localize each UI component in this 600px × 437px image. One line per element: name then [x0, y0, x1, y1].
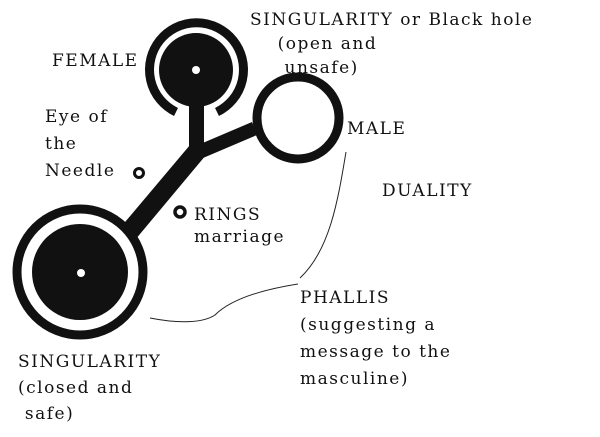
phallis-line — [149, 151, 347, 323]
rings-marriage-ring — [173, 205, 187, 219]
label-duality: DUALITY — [382, 181, 473, 201]
female-outer-arc — [145, 18, 248, 117]
diagonal-stem — [120, 145, 206, 240]
female-center-dot — [192, 66, 200, 74]
male-ring — [252, 72, 344, 164]
singularity-outer-ring — [12, 204, 148, 340]
label-phallis: PHALLIS (suggesting a message to the mas… — [300, 288, 452, 389]
label-rings-marriage: RINGS marriage — [194, 205, 286, 247]
label-singularity-open: SINGULARITY or Black hole (open and unsa… — [250, 10, 534, 78]
label-eye-of-needle: Eye of the Needle — [45, 107, 116, 181]
eye-of-needle-ring — [133, 167, 145, 179]
label-singularity-closed: SINGULARITY (closed and safe) — [18, 352, 162, 424]
female-stem — [189, 100, 204, 155]
male-branch — [198, 122, 257, 158]
singularity-center-dot — [77, 269, 85, 277]
label-female: FEMALE — [52, 51, 139, 71]
label-male: MALE — [347, 119, 407, 139]
